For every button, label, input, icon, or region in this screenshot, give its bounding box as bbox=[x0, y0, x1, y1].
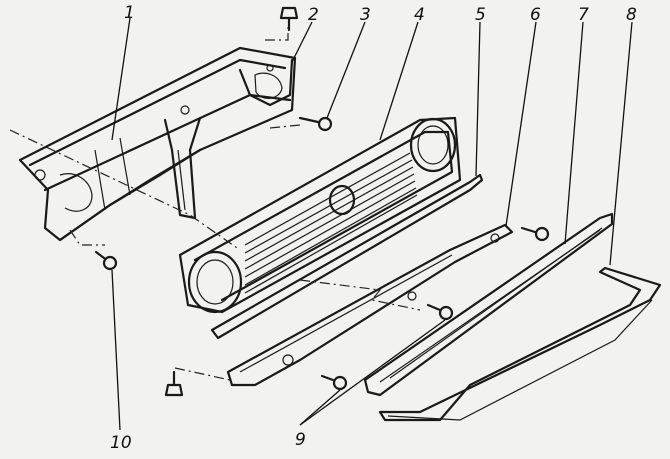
leader-lines bbox=[111, 17, 633, 431]
callout-4: 4 bbox=[414, 5, 425, 25]
callout-3: 3 bbox=[360, 5, 371, 25]
callout-7: 7 bbox=[578, 5, 589, 25]
bolt-icon bbox=[164, 370, 184, 397]
front-panel-frame bbox=[18, 46, 297, 242]
callout-2: 2 bbox=[308, 5, 319, 25]
callout-6: 6 bbox=[530, 5, 541, 25]
bolt-icon bbox=[298, 116, 333, 132]
callout-8: 8 bbox=[626, 5, 637, 25]
callout-9: 9 bbox=[295, 430, 306, 450]
bolt-icon bbox=[279, 6, 299, 32]
bolt-icon bbox=[426, 303, 454, 321]
bolt-icon bbox=[320, 374, 348, 391]
callout-5: 5 bbox=[475, 5, 486, 25]
lower-grille-panel bbox=[363, 212, 614, 397]
assembly-lines bbox=[9, 25, 421, 381]
grille-trim-strip bbox=[210, 173, 484, 340]
callout-1: 1 bbox=[124, 3, 135, 23]
bolt-icon bbox=[520, 226, 550, 242]
spoiler-bracket bbox=[226, 223, 514, 387]
callout-10: 10 bbox=[110, 433, 132, 453]
callouts: 1 2 3 4 5 6 7 8 9 10 bbox=[110, 3, 637, 453]
front-spoiler bbox=[378, 266, 662, 422]
bolt-icon bbox=[94, 250, 118, 271]
radiator-grille bbox=[178, 116, 462, 314]
